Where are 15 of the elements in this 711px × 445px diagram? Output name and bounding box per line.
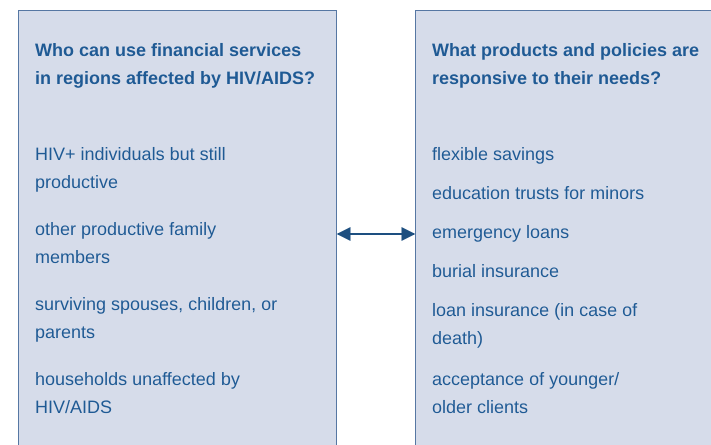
double-arrow bbox=[336, 227, 416, 241]
panel-box bbox=[415, 10, 711, 445]
list-item: loan insurance (in case of death) bbox=[432, 299, 638, 350]
list-item: burial insurance bbox=[432, 260, 560, 283]
list-item: education trusts for minors bbox=[432, 182, 646, 205]
list-item: other productive family members bbox=[35, 218, 218, 269]
list-item: flexible savings bbox=[432, 143, 556, 166]
panel-box bbox=[18, 10, 337, 445]
list-item: emergency loans bbox=[432, 221, 570, 244]
list-item: households unaffected by HIV/AIDS bbox=[35, 368, 241, 419]
panel-heading: Who can use financial services in regions affected by HIV/AIDS? bbox=[35, 39, 316, 90]
list-item: acceptance of younger/ older clients bbox=[432, 368, 620, 419]
panel-heading: What products and policies are responsive to their needs? bbox=[432, 39, 700, 90]
list-item: surviving spouses, children, or parents bbox=[35, 293, 278, 344]
list-item: HIV+ individuals but still productive bbox=[35, 143, 227, 194]
